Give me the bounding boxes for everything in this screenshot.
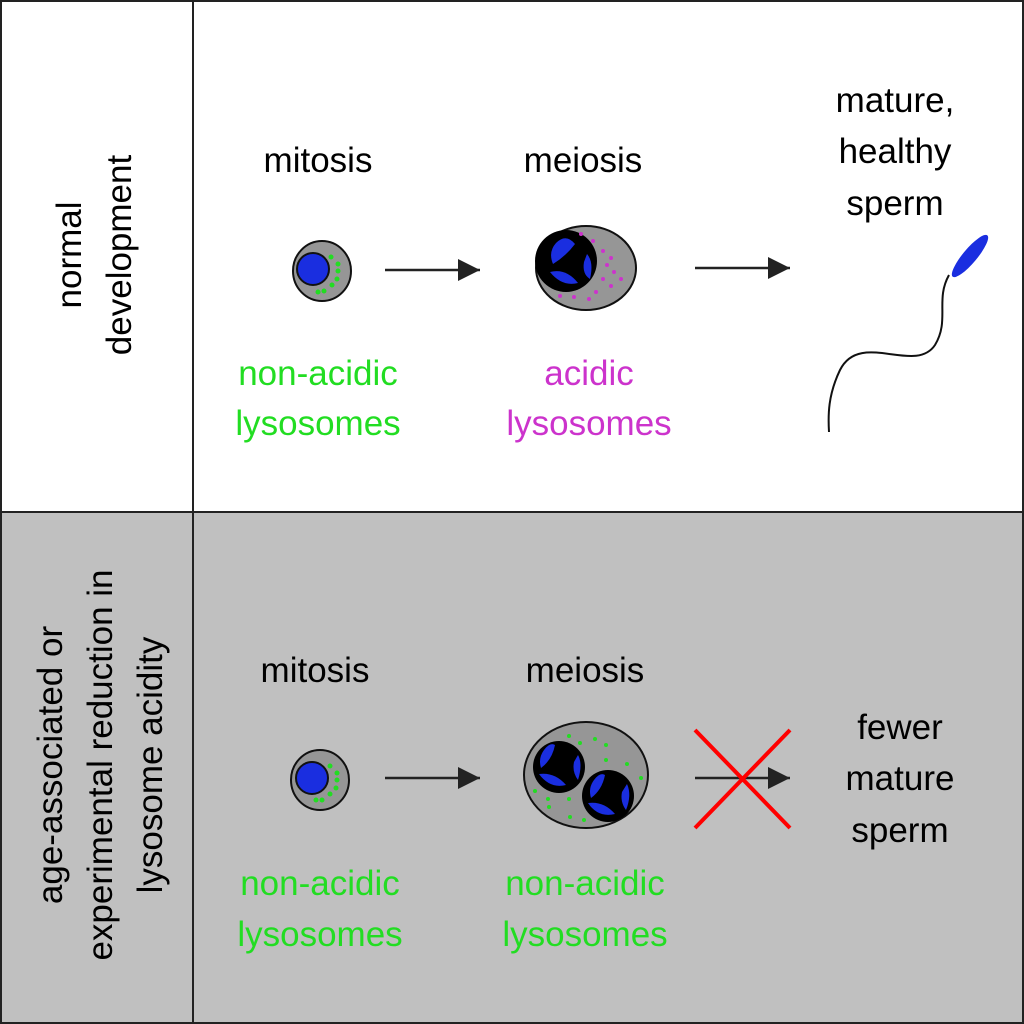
blocked-x-icon (693, 728, 792, 830)
lysosome-label: non-acidic (505, 864, 665, 903)
outcome-label: sperm (846, 184, 943, 223)
chromatin (550, 238, 592, 284)
row-label-line: experimental reduction in (81, 569, 120, 960)
bottom-panel (1, 512, 1023, 1023)
stage-mitosis-label: mitosis (261, 651, 370, 690)
row-label-line: normal (50, 202, 89, 309)
outcome-label: healthy (839, 132, 952, 171)
bottom-row-label: age-associated or experimental reduction… (31, 569, 170, 960)
lysosome-label: lysosomes (235, 404, 400, 443)
meiotic-cell (523, 721, 649, 829)
non-acidic-lysosomes (313, 763, 340, 803)
lysosome-label: non-acidic (240, 864, 400, 903)
acidic-lysosomes (558, 232, 623, 301)
lysosome-label: lysosomes (506, 404, 671, 443)
chromatin (539, 744, 630, 815)
non-acidic-lysosomes (315, 254, 341, 295)
non-acidic-lysosomes (533, 734, 643, 822)
top-row-label: normal development (50, 155, 139, 356)
stage-meiosis-label: meiosis (526, 651, 645, 690)
stage-meiosis-label: meiosis (524, 141, 643, 180)
lysosome-label: lysosomes (237, 915, 402, 954)
mitotic-cell (292, 240, 352, 302)
sperm-icon (827, 234, 989, 433)
row-label-line: age-associated or (31, 626, 70, 905)
outcome-label: sperm (851, 811, 948, 850)
lysosome-label: lysosomes (502, 915, 667, 954)
lysosome-label: non-acidic (238, 354, 398, 393)
outcome-label: mature, (836, 81, 955, 120)
stage-mitosis-label: mitosis (264, 141, 373, 180)
meiotic-cell (535, 225, 637, 311)
outcome-label: mature (846, 759, 955, 798)
mitotic-cell (290, 749, 350, 811)
lysosome-label: acidic (544, 354, 633, 393)
top-panel (1, 1, 1023, 512)
outcome-label: fewer (857, 708, 943, 747)
row-label-line: development (100, 155, 139, 356)
row-label-line: lysosome acidity (131, 636, 170, 893)
